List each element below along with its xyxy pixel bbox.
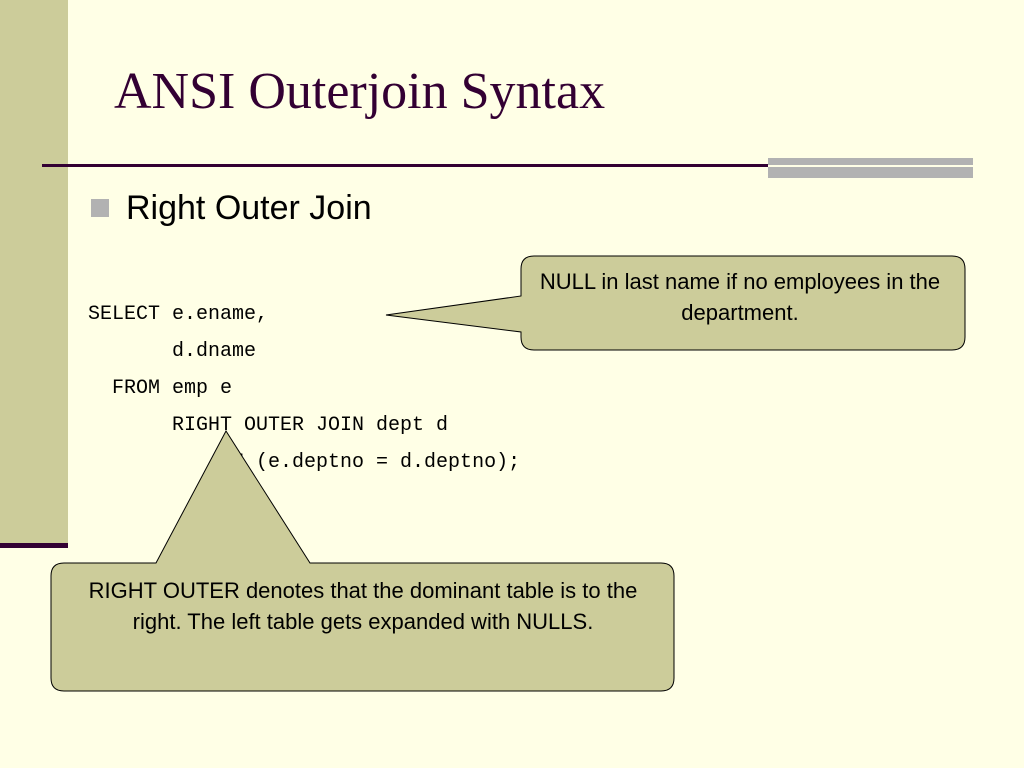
bullet-text: Right Outer Join bbox=[126, 189, 372, 227]
callout-null-shape bbox=[385, 255, 966, 351]
callout-right-outer-text: RIGHT OUTER denotes that the dominant ta… bbox=[88, 578, 638, 634]
sql-code-block: SELECT e.ename, d.dname FROM emp e RIGHT… bbox=[88, 296, 520, 481]
bullet-square-icon bbox=[91, 199, 109, 217]
left-accent-rule bbox=[0, 543, 68, 548]
callout-null-text: NULL in last name if no employees in the… bbox=[539, 269, 941, 325]
slide-title: ANSI Outerjoin Syntax bbox=[114, 63, 606, 120]
code-line: d.dname bbox=[88, 340, 257, 363]
code-line: RIGHT OUTER JOIN dept d bbox=[88, 414, 449, 437]
callout-right-outer-shape bbox=[50, 430, 675, 692]
title-divider bbox=[42, 164, 770, 167]
code-line: SELECT e.ename, bbox=[88, 303, 269, 326]
title-accent-bar bbox=[768, 158, 973, 178]
code-line: ON (e.deptno = d.deptno); bbox=[88, 451, 521, 474]
left-accent-band bbox=[0, 0, 68, 545]
code-line: FROM emp e bbox=[88, 377, 233, 400]
